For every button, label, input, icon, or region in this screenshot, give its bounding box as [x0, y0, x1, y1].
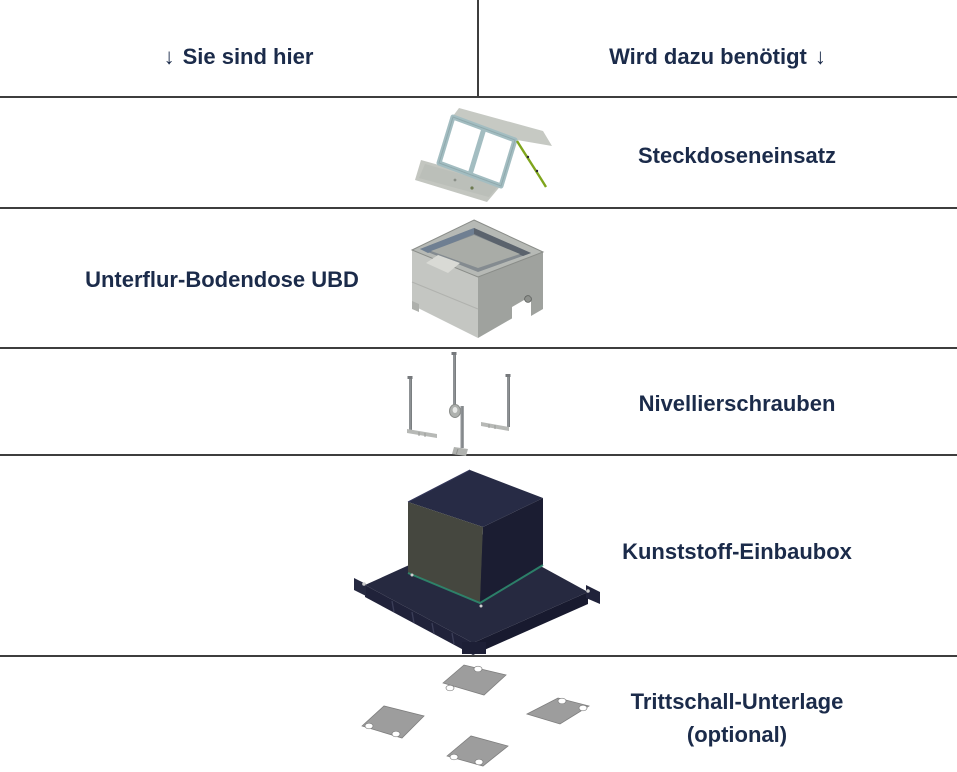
header-column-divider — [477, 0, 479, 97]
impact-sound-pads-image — [361, 664, 591, 767]
socket-insert-image — [415, 108, 552, 202]
label-trittschall-unterlage: Trittschall-Unterlage (optional) — [557, 685, 917, 751]
label-kunststoff-einbaubox: Kunststoff-Einbaubox — [622, 539, 852, 564]
row-divider — [0, 454, 957, 456]
row-divider — [0, 347, 957, 349]
label-trittschall-line1: Trittschall-Unterlage — [630, 689, 844, 714]
label-unterflur-bodendose: Unterflur-Bodendose UBD — [85, 267, 359, 292]
label-steckdoseneinsatz: Steckdoseneinsatz — [637, 143, 837, 168]
header-right-label: Wird dazu benötigt — [609, 44, 807, 69]
floor-box-ubd-image — [410, 219, 545, 338]
row-divider — [0, 655, 957, 657]
label-nivellierschrauben: Nivellierschrauben — [638, 391, 836, 416]
header-right: Wird dazu benötigt ↓ — [478, 44, 957, 70]
header-left: ↓ Sie sind hier — [0, 44, 477, 70]
label-trittschall-line2: (optional) — [686, 722, 788, 747]
row-divider — [0, 96, 957, 98]
down-arrow-icon: ↓ — [814, 44, 826, 69]
header-left-label: Sie sind hier — [182, 44, 314, 69]
leveling-screws-image — [407, 352, 511, 456]
row-divider — [0, 207, 957, 209]
plastic-mounting-box-image — [354, 469, 600, 655]
down-arrow-icon: ↓ — [163, 44, 175, 69]
